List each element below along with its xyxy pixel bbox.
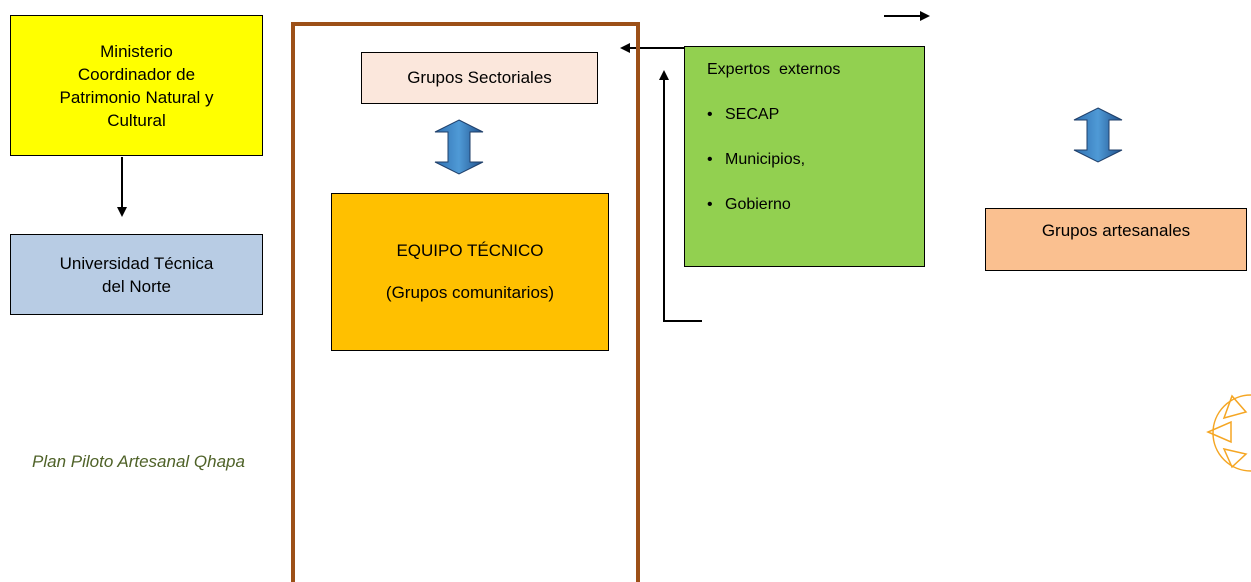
sun-icon (1206, 394, 1251, 472)
ministerio-line-4: Cultural (107, 110, 166, 130)
grupos-artesanales-box: Grupos artesanales (985, 208, 1247, 271)
expertos-list: SECAP Municipios, Gobierno (707, 79, 805, 214)
ministerio-line-2: Coordinador de (77, 64, 196, 84)
universidad-line-1: Universidad Técnica (59, 253, 214, 273)
expertos-item-municipios: Municipios, (707, 151, 805, 169)
universidad-box: Universidad Técnica del Norte (10, 234, 263, 315)
ministerio-line-1: Ministerio (100, 41, 173, 61)
ministerio-line-3: Patrimonio Natural y (59, 87, 214, 107)
equipo-tecnico-title: EQUIPO TÉCNICO (396, 241, 544, 260)
footer-text: Plan Piloto Artesanal Qhapa (32, 452, 245, 471)
central-frame (291, 22, 640, 582)
expertos-title: Expertos externos (707, 61, 841, 78)
equipo-tecnico-subtitle: (Grupos comunitarios) (385, 283, 555, 302)
double-arrow-artesanales (1073, 107, 1123, 163)
expertos-externos-box: Expertos externos SECAP Municipios, Gobi… (684, 46, 925, 267)
universidad-line-2: del Norte (102, 276, 171, 296)
grupos-artesanales-label: Grupos artesanales (1041, 221, 1191, 240)
double-arrow-sectoriales-equipo (434, 119, 484, 175)
feedback-arrow (659, 70, 702, 322)
diagram-connectors (32, 11, 1251, 472)
expertos-item-secap: SECAP (707, 106, 805, 124)
ministerio-box: Ministerio Coordinador de Patrimonio Nat… (10, 15, 263, 156)
grupos-sectoriales-label: Grupos Sectoriales (407, 68, 552, 87)
grupos-sectoriales-box: Grupos Sectoriales (361, 52, 598, 104)
expertos-item-gobierno: Gobierno (707, 196, 805, 214)
equipo-tecnico-box: EQUIPO TÉCNICO (Grupos comunitarios) (331, 193, 609, 351)
